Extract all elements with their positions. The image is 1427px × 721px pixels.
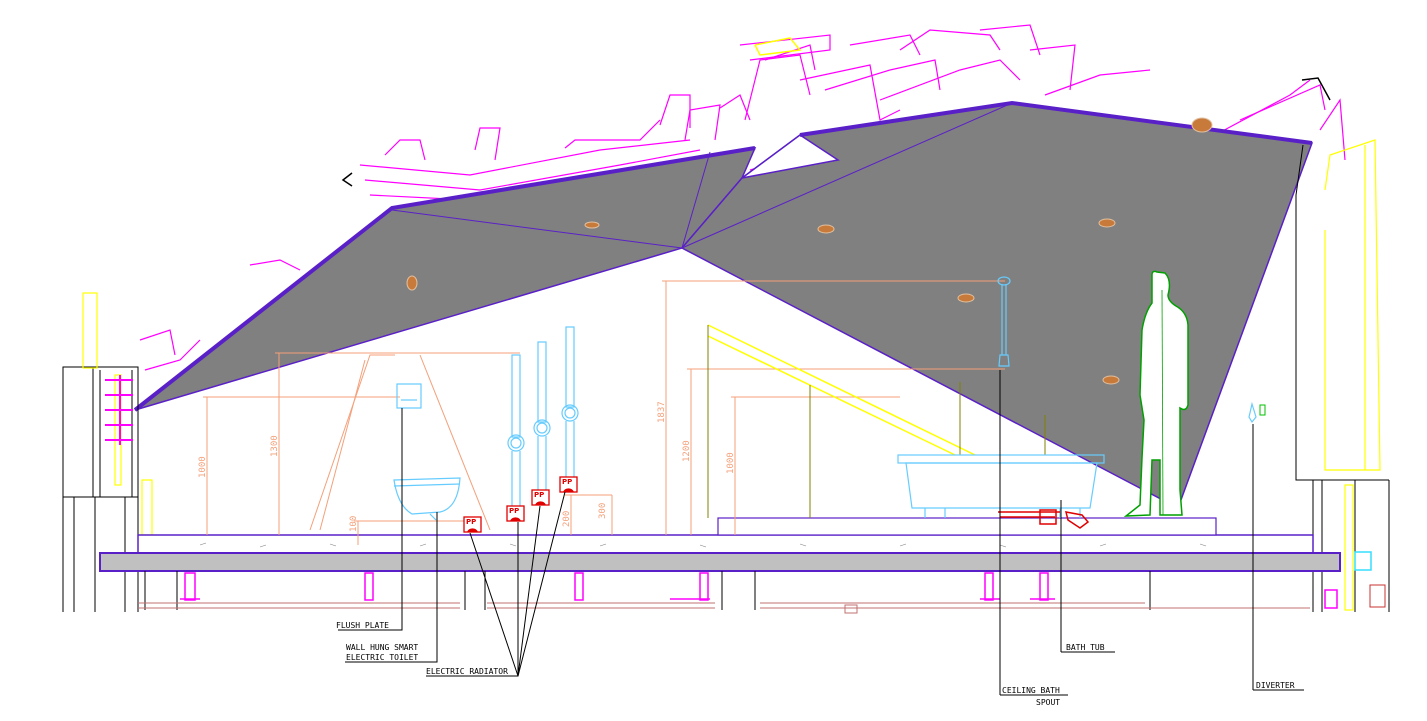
annotations: FLUSH PLATE WALL HUNG SMART ELECTRIC TOI… (336, 621, 1295, 707)
dim-spout-1837: 1837 (657, 401, 667, 423)
dim-radiator-300: 300 (598, 503, 608, 519)
label-radiator: ELECTRIC RADIATOR (426, 667, 508, 676)
arrow-marker (1301, 77, 1331, 101)
label-spout-line2: SPOUT (1036, 698, 1060, 707)
bath-tub[interactable] (897, 454, 1105, 518)
leader-lines (338, 370, 1304, 696)
label-flush-plate: FLUSH PLATE (336, 621, 389, 630)
label-toilet-line2: ELECTRIC TOILET (346, 653, 418, 662)
diverter[interactable] (1248, 401, 1266, 424)
svg-text:PP: PP (509, 507, 519, 515)
stair-frame (707, 324, 1046, 518)
pp-socket-icon: PP PP PP PP (463, 476, 578, 533)
label-bath-tub: BATH TUB (1066, 643, 1105, 652)
svg-text:PP: PP (466, 518, 476, 526)
right-wall (1295, 144, 1390, 612)
dimension-labels: 1000 1300 100 200 300 1837 1200 1000 (198, 401, 736, 532)
left-wall (62, 366, 139, 612)
roof-structure-lines (139, 24, 1346, 371)
dim-toilet-100: 100 (349, 516, 359, 532)
dim-flush-1300: 1300 (270, 435, 280, 457)
dimension-lines (203, 280, 1005, 545)
ceiling-bath-spout[interactable] (997, 276, 1011, 367)
svg-text:PP: PP (534, 491, 544, 499)
ceiling-light-icon (406, 117, 1213, 385)
floor-slab (99, 517, 1341, 572)
bath-waste-fitting (998, 509, 1090, 529)
flush-plate[interactable] (396, 383, 422, 409)
electric-radiator[interactable] (507, 326, 579, 510)
dim-bath-1000: 1000 (726, 452, 736, 474)
svg-text:PP: PP (562, 478, 572, 486)
wall-hung-toilet[interactable] (393, 477, 461, 521)
dim-radiator-200: 200 (562, 511, 572, 527)
label-diverter: DIVERTER (1256, 681, 1295, 690)
dim-flush-1000: 1000 (198, 456, 208, 478)
label-toilet-line1: WALL HUNG SMART (346, 643, 418, 652)
arrow-marker-left (341, 172, 353, 187)
roof-ceiling (133, 100, 1314, 510)
person-silhouette-icon (1123, 270, 1189, 517)
label-spout-line1: CEILING BATH (1002, 686, 1060, 695)
dim-spout-1200: 1200 (682, 440, 692, 462)
floor-joists (138, 571, 1310, 614)
